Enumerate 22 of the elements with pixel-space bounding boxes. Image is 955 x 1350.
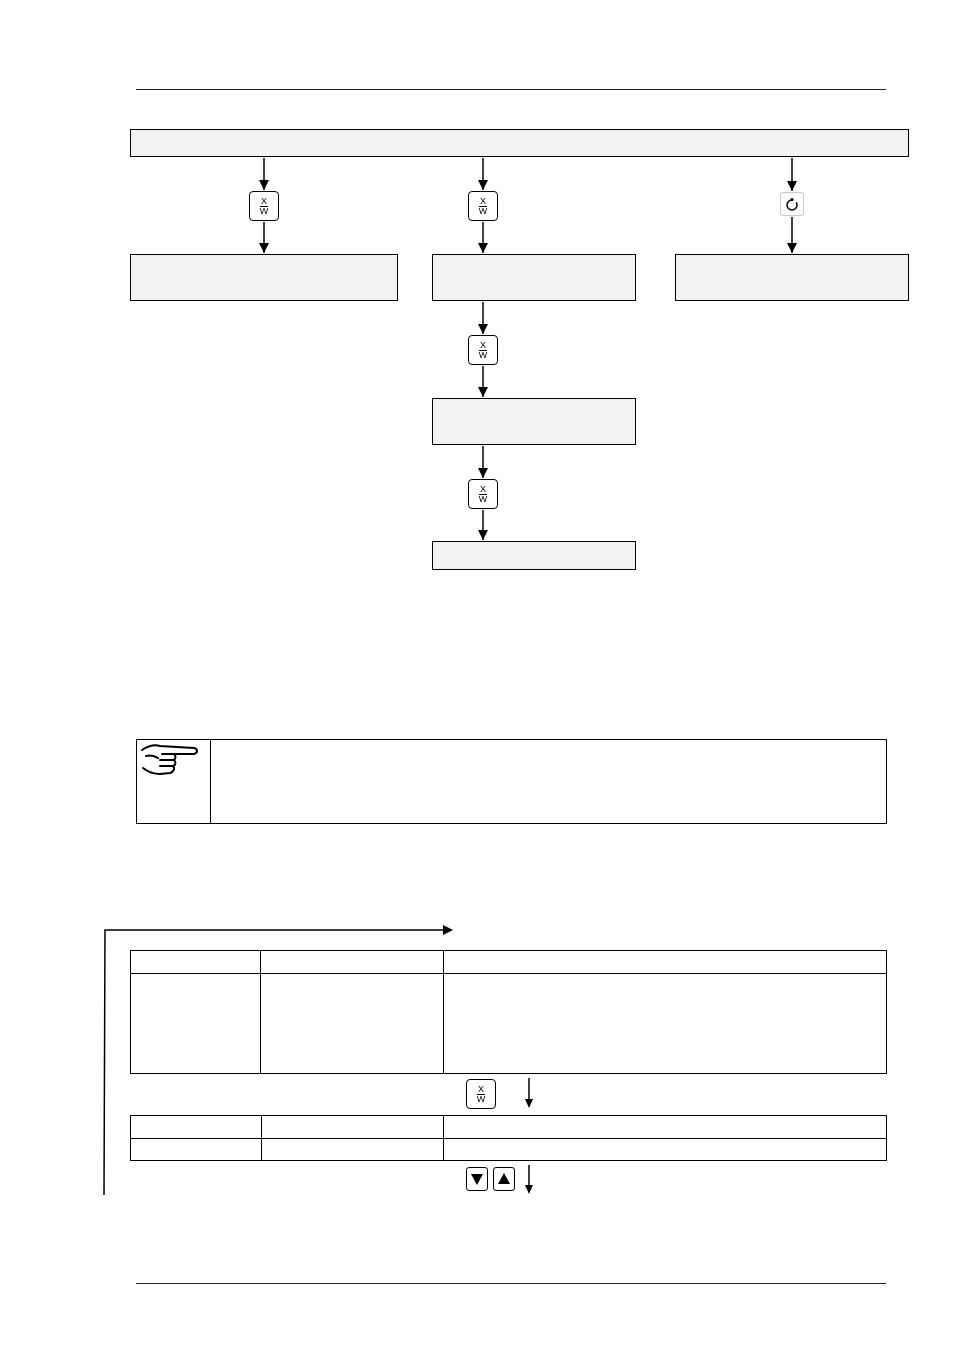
arrow [477,221,489,254]
key-button: X W [468,335,498,365]
arrow [477,301,489,335]
arrow [258,157,270,191]
rotate-icon [780,192,804,216]
key-button: X W [468,479,498,509]
arrow [477,509,489,541]
arrow [786,216,798,254]
display-bar [432,541,636,570]
display-box [130,254,398,301]
display-box [432,254,636,301]
key-button: X W [466,1079,496,1109]
key-button: X W [249,191,279,221]
arrow [477,365,489,398]
key-button: X W [468,191,498,221]
display-bar [130,129,909,157]
display-box [432,398,636,445]
display-box [675,254,909,301]
arrow [477,445,489,479]
arrow [477,157,489,191]
arrow [258,221,270,254]
arrow [786,157,798,192]
